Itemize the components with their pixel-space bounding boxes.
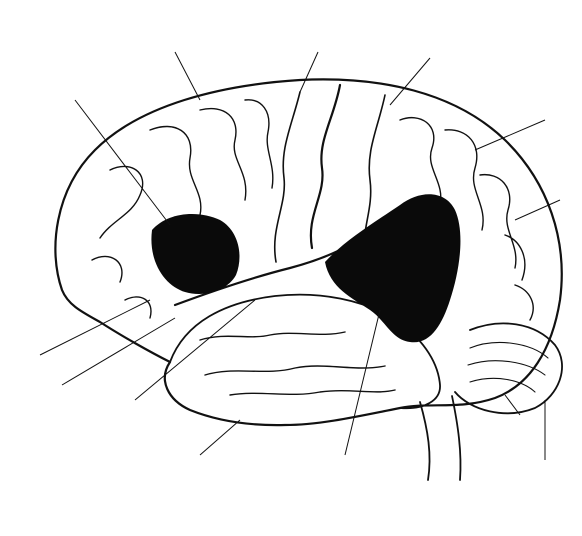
cerebellum-folia	[468, 343, 548, 392]
brainstem-outline	[420, 396, 461, 480]
cerebrum-outline	[55, 79, 561, 425]
leader-somatic-sensory-cortex	[390, 58, 430, 105]
sensory-speech-region	[325, 194, 460, 342]
leader-lines	[40, 52, 560, 460]
leader-wernickes-area	[345, 310, 380, 455]
leader-brocas-area	[75, 100, 170, 225]
leader-occipital-lobe	[505, 395, 520, 415]
leader-primary-auditory-area	[135, 300, 255, 400]
leader-olfactory-bulb	[62, 318, 175, 385]
motor-speech-region	[151, 214, 239, 294]
leader-frontal-lobe	[175, 52, 200, 100]
central-sulcus	[311, 85, 340, 248]
leader-insula	[40, 300, 150, 355]
leader-motor-cortex	[300, 52, 318, 92]
precentral-sulcus	[275, 92, 300, 262]
leader-temporal-lobe	[200, 420, 240, 455]
